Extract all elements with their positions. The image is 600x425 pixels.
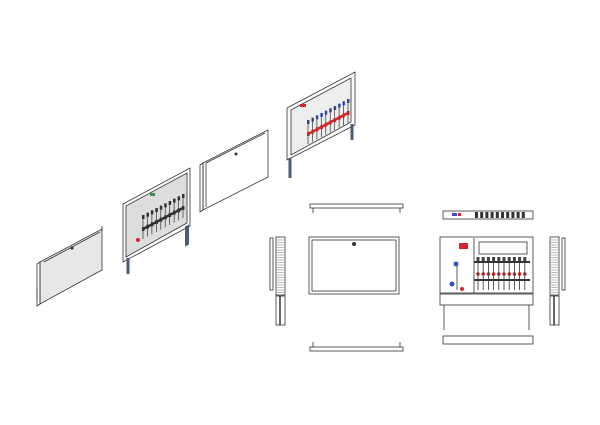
ortho-door-bottom-view [309, 342, 404, 352]
ortho-cabinet-top-view [442, 210, 534, 220]
return-valve [497, 257, 501, 263]
return-valve [502, 257, 506, 263]
return-valve [492, 257, 496, 263]
ortho-cabinet-bottom-view [442, 335, 534, 345]
valve-top [511, 212, 515, 218]
valve-top [480, 212, 484, 218]
supply-bar [142, 206, 184, 231]
ortho-cabinet-side-view [549, 236, 566, 326]
valve-top [495, 212, 499, 218]
ortho-door-side-view [269, 236, 286, 326]
supply-bar [307, 111, 349, 136]
ortho-door-front-view [308, 236, 400, 295]
valve-top [475, 212, 478, 218]
valve-top [521, 212, 525, 218]
iso-cabinet-open-manifold-colored [286, 71, 356, 178]
valve-top [501, 212, 504, 218]
ortho-cabinet-front-view [439, 236, 534, 330]
valve-top [485, 212, 489, 218]
return-valve [481, 257, 485, 263]
valve-top [506, 212, 510, 218]
iso-door-closed-grey [36, 226, 103, 307]
valve-top [516, 212, 520, 218]
return-valve [507, 257, 511, 263]
return-valve [486, 257, 490, 263]
iso-door-closed-white [199, 129, 269, 213]
return-valve [476, 257, 480, 263]
ortho-door-top-view [309, 203, 404, 213]
return-valve [512, 257, 516, 263]
return-valve [518, 257, 522, 263]
valve-top [490, 212, 494, 218]
return-valve [523, 257, 527, 263]
iso-cabinet-with-manifold [122, 167, 191, 274]
